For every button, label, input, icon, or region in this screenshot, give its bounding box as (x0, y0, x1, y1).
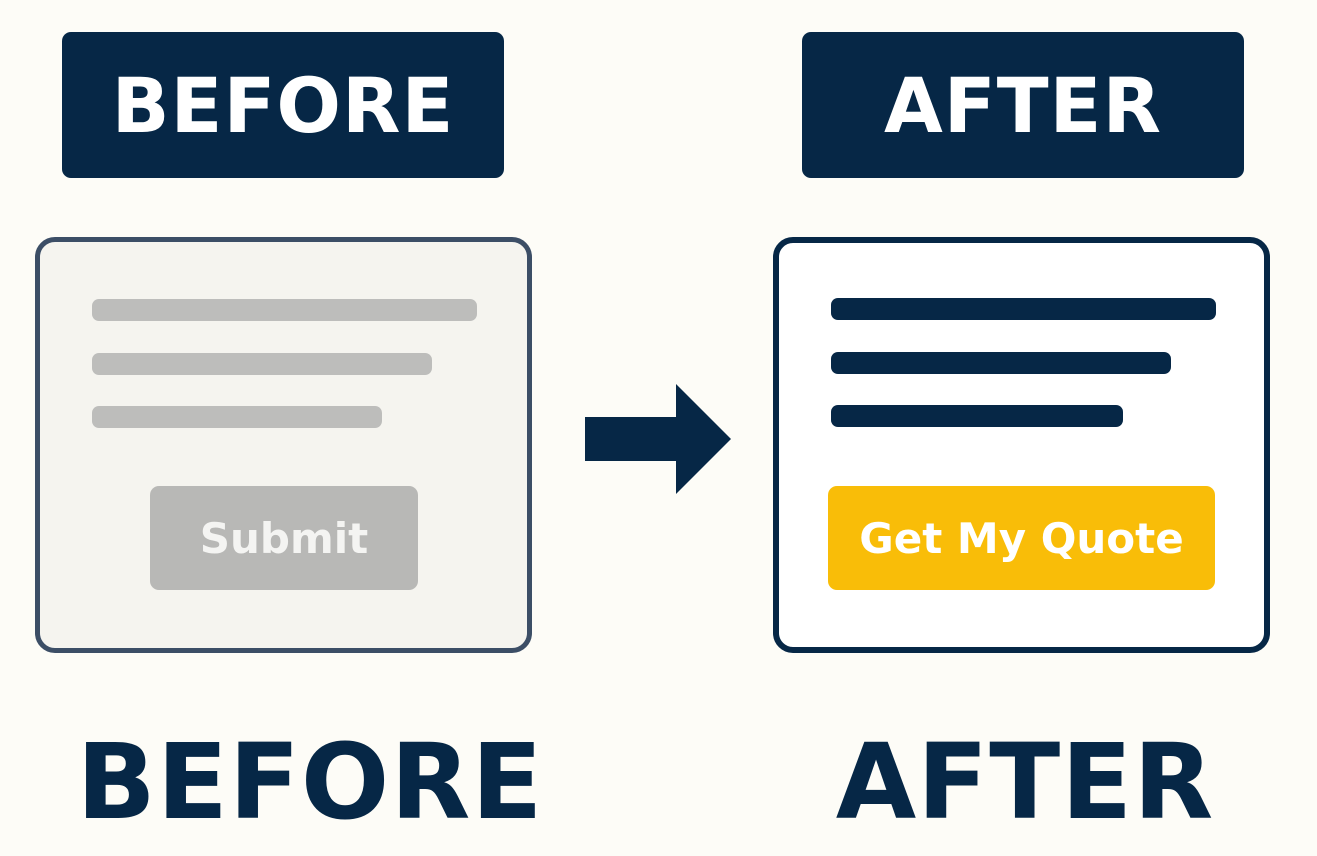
after-form-card: Get My Quote (773, 237, 1270, 653)
right-arrow-icon (585, 384, 731, 494)
text-line (831, 298, 1216, 320)
text-line (831, 352, 1171, 374)
after-label-text: AFTER (883, 60, 1162, 150)
before-caption: BEFORE (76, 721, 544, 843)
text-line (831, 405, 1123, 427)
before-label-box: BEFORE (62, 32, 504, 178)
placeholder-text-line (92, 406, 382, 428)
get-my-quote-button[interactable]: Get My Quote (828, 486, 1215, 590)
placeholder-text-line (92, 353, 432, 375)
after-caption: AFTER (835, 721, 1215, 843)
after-label-box: AFTER (802, 32, 1244, 178)
before-form-card: Submit (35, 237, 532, 653)
submit-button[interactable]: Submit (150, 486, 418, 590)
before-label-text: BEFORE (111, 60, 455, 150)
placeholder-text-line (92, 299, 477, 321)
